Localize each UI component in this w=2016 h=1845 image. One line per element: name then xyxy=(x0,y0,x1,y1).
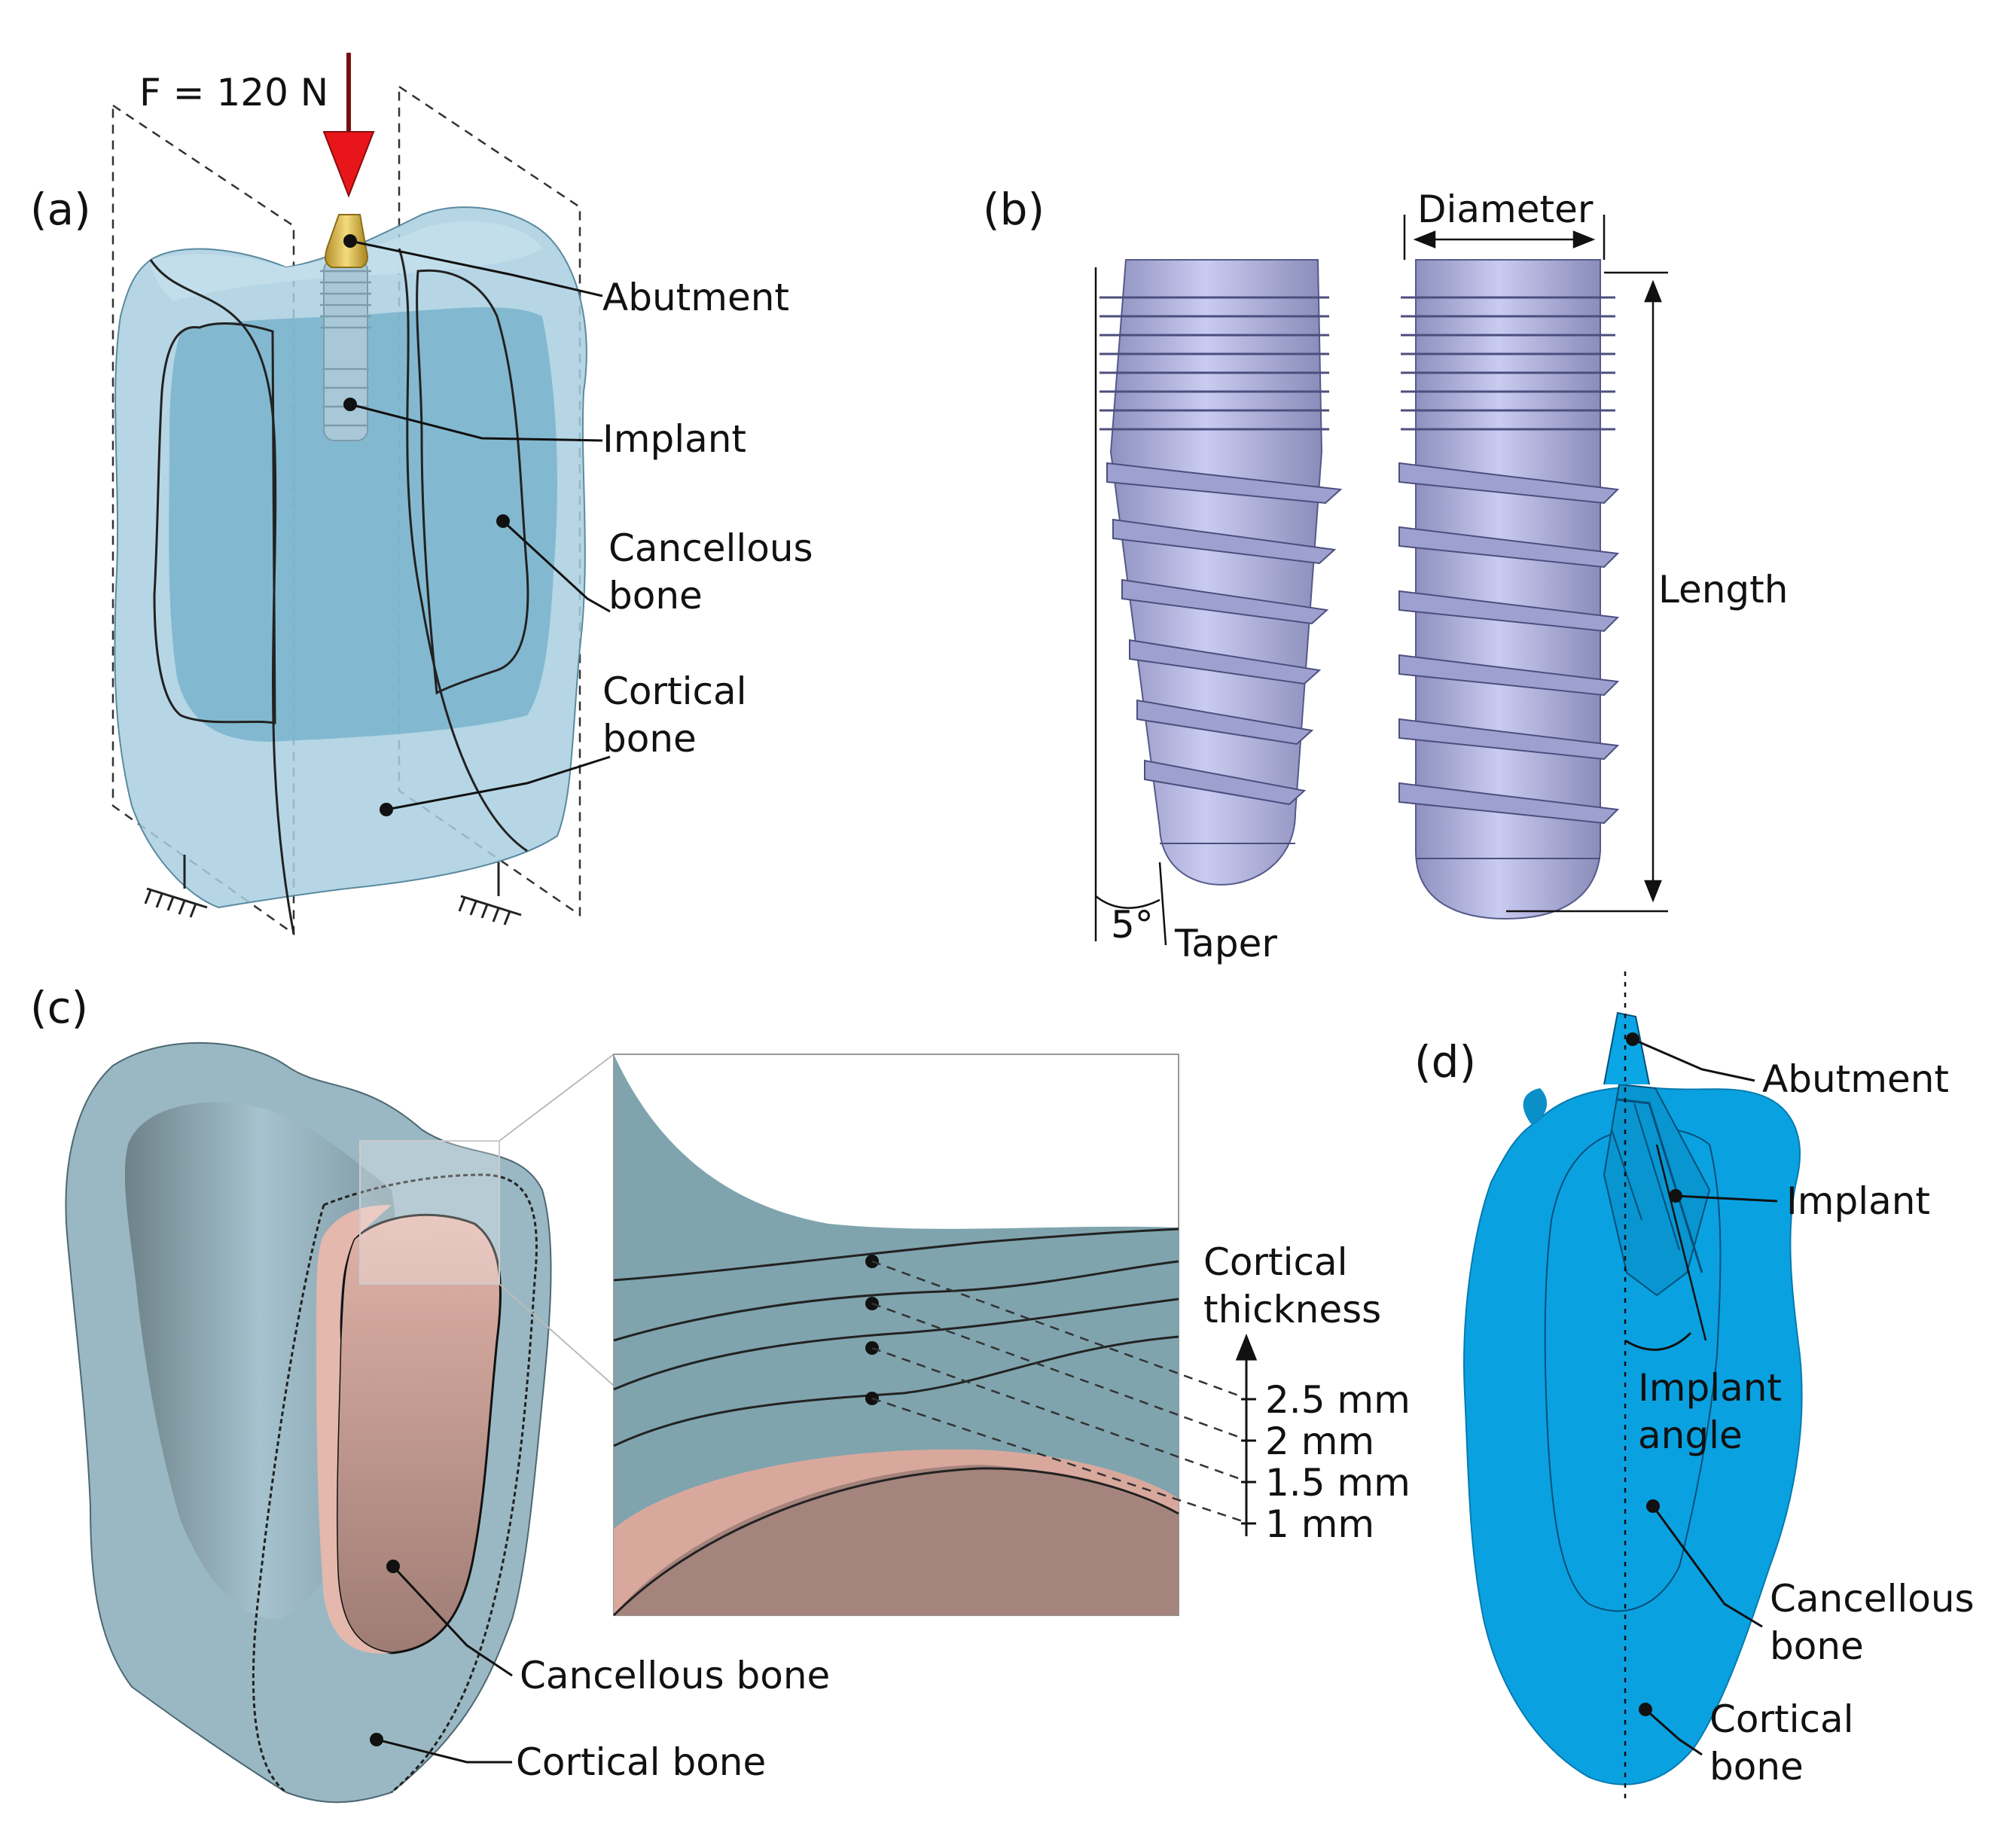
zoom-inset xyxy=(612,1054,1179,1617)
leaders-a xyxy=(343,234,611,816)
length-label: Length xyxy=(1658,568,1788,611)
cancellous-label-a-1: Cancellous xyxy=(608,526,813,570)
dimension-lines xyxy=(1094,215,1668,946)
implant-d xyxy=(1603,1011,1711,1297)
force-label: F = 120 N xyxy=(139,71,328,114)
cortical-label-a-1: Cortical xyxy=(602,669,747,713)
panel-a: (a) xyxy=(30,53,813,936)
zoom-source-box xyxy=(359,1140,500,1285)
thickness-2-5mm: 2.5 mm xyxy=(1265,1378,1411,1422)
cortical-thickness-label-1: Cortical xyxy=(1203,1240,1348,1284)
panel-a-label: (a) xyxy=(30,184,91,235)
cortical-label-c: Cortical bone xyxy=(516,1740,766,1784)
cortical-label-d-1: Cortical xyxy=(1709,1697,1854,1741)
angle-label: 5° xyxy=(1111,903,1154,947)
abutment-label-d: Abutment xyxy=(1762,1057,1949,1101)
panel-c: (c) xyxy=(30,982,1411,1804)
support-left xyxy=(144,855,208,918)
cancellous-label-d-1: Cancellous xyxy=(1770,1577,1975,1621)
cortical-label-a-2: bone xyxy=(602,717,697,761)
diameter-label: Diameter xyxy=(1417,188,1594,231)
panel-c-label: (c) xyxy=(30,982,88,1033)
leaders-c xyxy=(370,1560,513,1764)
thickness-1-5mm: 1.5 mm xyxy=(1265,1461,1411,1505)
panel-d-label: (d) xyxy=(1414,1036,1476,1087)
implant-label-d: Implant xyxy=(1786,1179,1930,1223)
thickness-2mm: 2 mm xyxy=(1265,1420,1374,1463)
support-right xyxy=(458,862,522,926)
tapered-implant xyxy=(1099,259,1343,886)
cortical-thickness-label-2: thickness xyxy=(1203,1288,1381,1331)
straight-implant xyxy=(1398,259,1620,920)
thickness-scale xyxy=(1235,1333,1258,1536)
cancellous-label-c: Cancellous bone xyxy=(520,1654,830,1697)
cancellous-label-d-2: bone xyxy=(1770,1624,1864,1668)
implant-angle-label-1: Implant xyxy=(1638,1366,1782,1410)
leaders-d xyxy=(1626,1032,1778,1756)
panel-b: (b) xyxy=(983,184,1788,965)
bone-d xyxy=(1463,1086,1803,1786)
force-arrow xyxy=(322,53,375,198)
implant-angle-label-2: angle xyxy=(1638,1413,1743,1457)
taper-label: Taper xyxy=(1174,922,1277,965)
implant-label-a: Implant xyxy=(602,417,746,461)
cortical-label-d-2: bone xyxy=(1709,1745,1804,1789)
cancellous-outline-d xyxy=(1544,1127,1722,1612)
cancellous-label-a-2: bone xyxy=(608,574,703,618)
thickness-1mm: 1 mm xyxy=(1265,1502,1374,1546)
thickness-leaders xyxy=(865,1255,1243,1523)
abutment-label-a: Abutment xyxy=(602,276,789,319)
cancellous-bone-body xyxy=(169,307,557,742)
panel-b-label: (b) xyxy=(983,184,1045,235)
implant-a xyxy=(320,259,371,441)
panel-d: (d) Abutment Implant Implant angl xyxy=(1414,971,1975,1804)
